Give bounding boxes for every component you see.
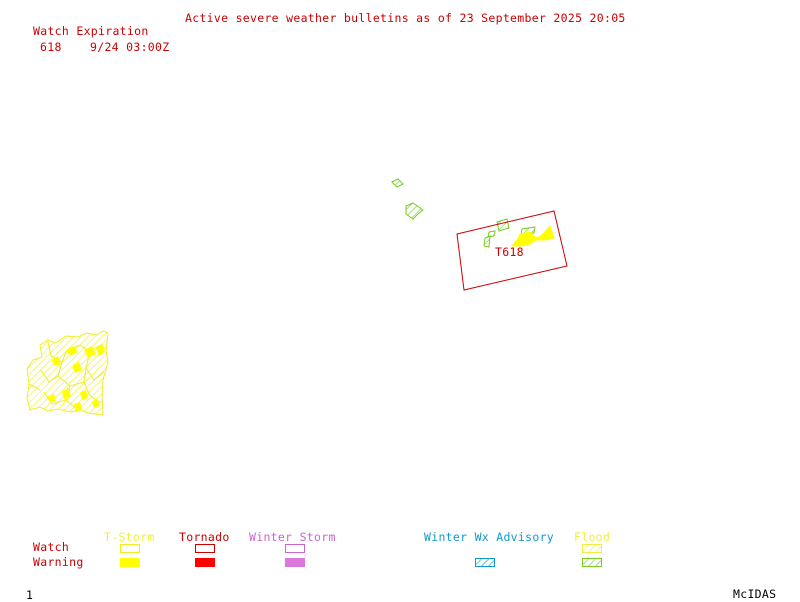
legend-winter-storm-watch-swatch xyxy=(285,544,305,553)
tstorm-warning-polygons xyxy=(510,225,555,247)
mcidas-brand: McIDAS xyxy=(733,587,777,601)
legend-tstorm-watch-swatch xyxy=(120,544,140,553)
legend-tstorm-warning-swatch xyxy=(120,558,140,567)
watch-box-label: T618 xyxy=(495,245,524,259)
legend-winter-advisory-label: Winter Wx Advisory xyxy=(424,530,555,544)
legend-winter-storm-warning-swatch xyxy=(285,558,305,567)
watch-expiration: 9/24 03:00Z xyxy=(90,40,170,54)
tstorm-warning-area xyxy=(510,225,555,247)
flood-warning-area xyxy=(487,230,496,238)
legend-tornado-label: Tornado xyxy=(179,530,230,544)
watch-table-header: Watch Expiration xyxy=(33,24,149,38)
flood-warning-polygons xyxy=(391,178,536,248)
legend-tornado-watch-swatch xyxy=(195,544,215,553)
legend-tstorm-label: T-Storm xyxy=(104,530,155,544)
watch-number: 618 xyxy=(40,40,62,54)
legend-row-warning: Warning xyxy=(33,555,84,569)
legend-row-watch: Watch xyxy=(33,540,70,554)
flood-warning-area xyxy=(391,178,404,188)
flood-warning-area xyxy=(405,202,424,220)
legend-tornado-warning-swatch xyxy=(195,558,215,567)
flood-warning-area xyxy=(483,235,491,248)
legend-flood-watch-swatch xyxy=(582,544,602,553)
bulletin-title: Active severe weather bulletins as of 23… xyxy=(185,11,626,25)
legend-flood-label: Flood xyxy=(574,530,611,544)
flood-watch-region xyxy=(26,330,109,416)
page-number: 1 xyxy=(26,588,34,602)
legend-winter-advisory-swatch xyxy=(475,558,495,567)
legend-flood-warning-swatch xyxy=(582,558,602,567)
flood-warning-area xyxy=(496,218,510,232)
legend-winter-storm-label: Winter Storm xyxy=(249,530,336,544)
tornado-watch-box xyxy=(456,210,568,291)
